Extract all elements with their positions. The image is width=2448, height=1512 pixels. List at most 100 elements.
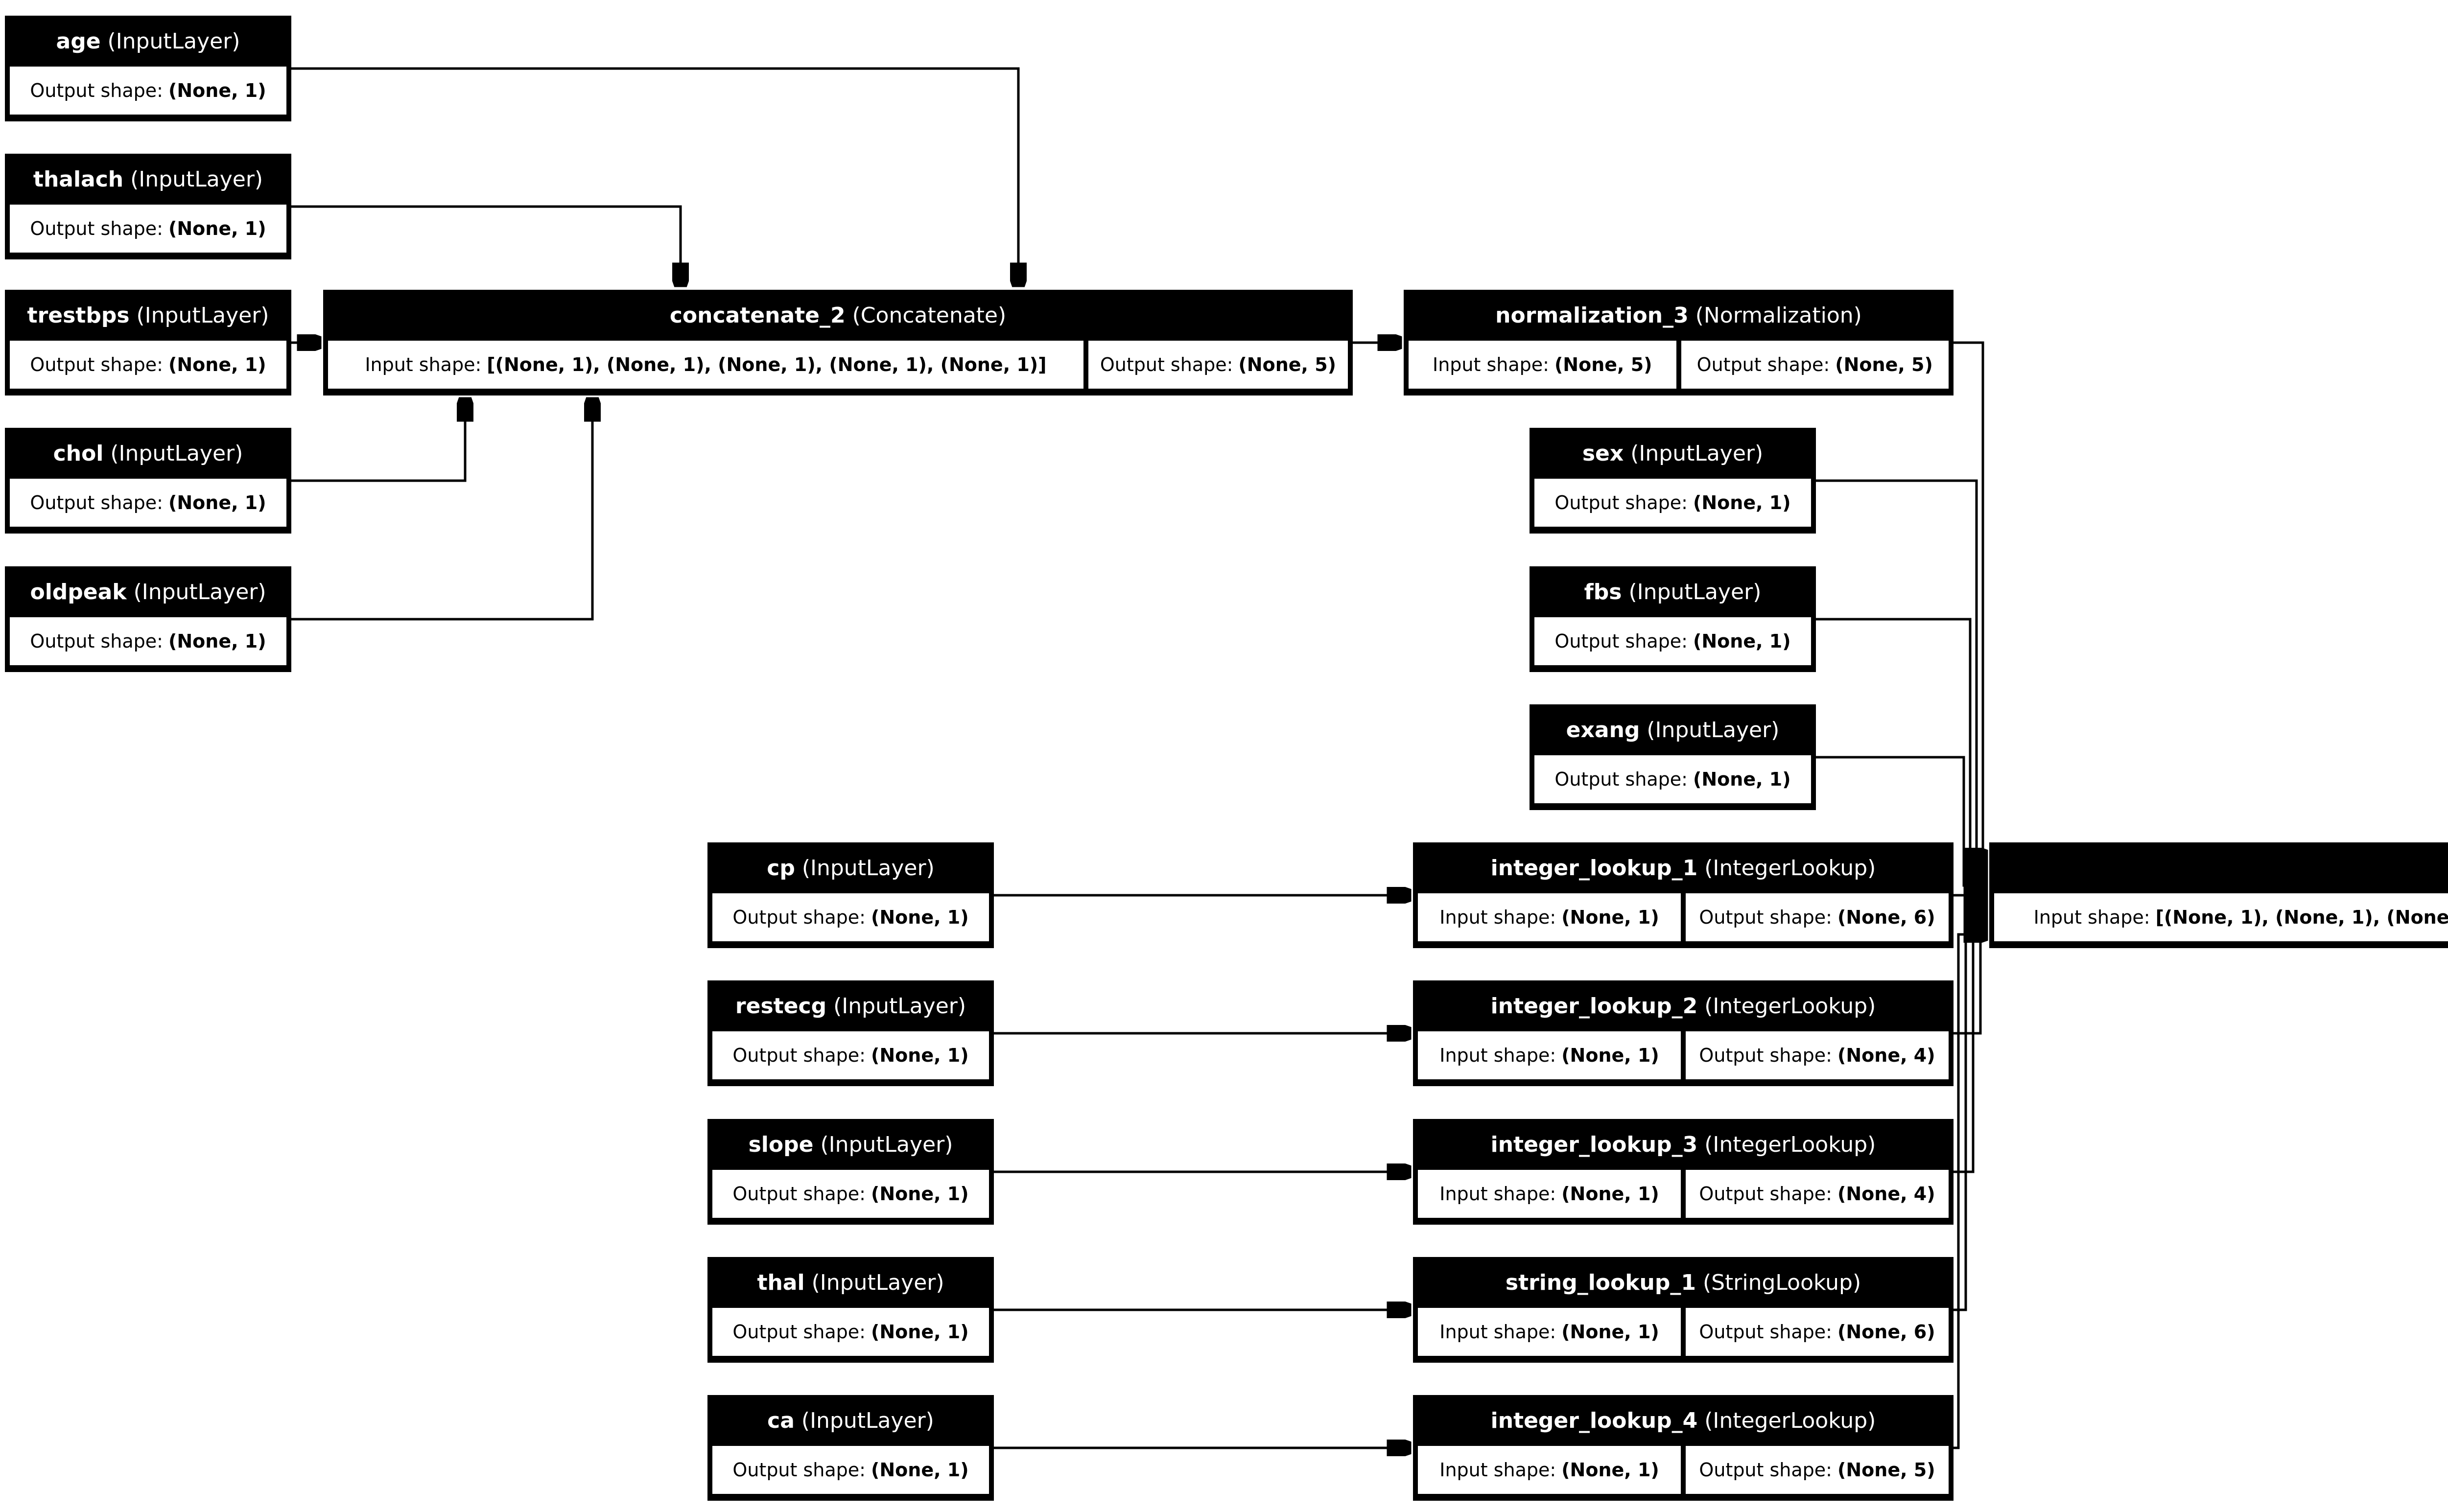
input-shape-value: [(None, 1), (None, 1), (None, 1), (None,… [487,354,1047,375]
node-thal-output-cell: Output shape:(None, 1) [712,1308,989,1356]
node-thalach-output-cell: Output shape:(None, 1) [10,205,286,253]
node-slope-name: slope [748,1132,814,1157]
node-concatenate_2-input-cell: Input shape:[(None, 1), (None, 1), (None… [328,341,1083,389]
node-thalach-type: (InputLayer) [130,166,263,192]
input-shape-label: Input shape: [1439,1183,1556,1205]
node-fbs: fbs(InputLayer) Output shape:(None, 1) [1530,566,1816,672]
node-ca-name: ca [767,1408,795,1433]
node-exang-name: exang [1566,717,1640,743]
node-normalization_3: normalization_3(Normalization) Input sha… [1404,290,1954,395]
node-slope-type: (InputLayer) [820,1132,953,1157]
input-shape-label: Input shape: [365,354,482,375]
node-string_lookup_1-name: string_lookup_1 [1505,1270,1696,1295]
input-shape-value: (None, 5) [1554,354,1652,375]
node-string_lookup_1-body: Input shape:(None, 1)Output shape:(None,… [1418,1308,1949,1356]
node-fbs-name: fbs [1584,579,1622,605]
node-integer_lookup_3-output-cell: Output shape:(None, 4) [1686,1170,1949,1218]
node-exang-output-cell: Output shape:(None, 1) [1534,755,1811,803]
node-fbs-output-cell: Output shape:(None, 1) [1534,617,1811,665]
edge-chol-to-concatenate_2 [290,397,465,482]
output-shape-label: Output shape: [1699,1183,1832,1205]
input-shape-value: (None, 1) [1561,1459,1659,1481]
output-shape-label: Output shape: [1100,354,1233,375]
node-integer_lookup_1-body: Input shape:(None, 1) Output shape:(None,… [1418,893,1949,941]
node-integer_lookup_3: integer_lookup_3(IntegerLookup) Input sh… [1413,1119,1954,1225]
node-cp: cp(InputLayer) Output shape:(None, 1) [707,842,994,948]
node-normalization_3-output-cell: Output shape:(None, 5) [1681,341,1949,389]
node-string_lookup_1-output-cell: Output shape:(None, 6) [1686,1308,1949,1356]
node-chol-type: (InputLayer) [110,441,243,466]
edge-thalach-to-concatenate_2 [290,205,681,287]
node-trestbps-output-cell: Output shape:(None, 1) [10,341,286,389]
node-trestbps: trestbps(InputLayer) Output shape:(None,… [5,290,291,395]
node-integer_lookup_1: integer_lookup_1(IntegerLookup) Input sh… [1413,842,1954,948]
node-thalach-name: thalach [33,166,124,192]
node-normalization_3-type: (Normalization) [1695,302,1862,328]
node-thal: thal(InputLayer) Output shape:(None, 1) [707,1257,994,1363]
node-oldpeak-output-cell: Output shape:(None, 1) [10,617,286,665]
node-integer_lookup_2-name: integer_lookup_2 [1490,993,1698,1019]
output-shape-label: Output shape: [732,1045,866,1066]
input-shape-value: [(None, 1), (None, 1), (None, 1), (None,… [2155,907,2448,928]
output-shape-value: (None, 1) [1693,630,1791,652]
node-slope-output-cell: Output shape:(None, 1) [712,1170,989,1218]
node-integer_lookup_3-input-cell: Input shape:(None, 1) [1418,1170,1681,1218]
node-restecg-body: Output shape:(None, 1) [712,1031,989,1079]
output-shape-label: Output shape: [30,630,163,652]
node-concatenate_3: concatenate_3(Concatenate) Input shape:[… [1989,842,2448,948]
input-shape-value: (None, 1) [1561,907,1659,928]
node-integer_lookup_4-type: (IntegerLookup) [1704,1408,1876,1433]
output-shape-label: Output shape: [1696,354,1830,375]
edge-exang-to-concatenate_3 [1816,756,1988,885]
output-shape-label: Output shape: [1554,630,1688,652]
node-age: age(InputLayer) Output shape:(None, 1) [5,16,291,121]
output-shape-label: Output shape: [1554,768,1688,790]
output-shape-value: (None, 1) [871,1045,969,1066]
edge-normalization_3-to-concatenate_3 [1954,341,1988,856]
input-shape-label: Input shape: [1439,1045,1556,1066]
node-integer_lookup_1-output-cell: Output shape:(None, 6) [1686,893,1949,941]
node-ca-body: Output shape:(None, 1) [712,1446,989,1494]
node-cp-type: (InputLayer) [801,855,935,881]
node-integer_lookup_1-type: (IntegerLookup) [1704,855,1876,881]
output-shape-value: (None, 1) [168,492,266,513]
edge-integer_lookup_3-to-concatenate_3 [1954,915,1988,1173]
node-age-output-cell: Output shape:(None, 1) [10,67,286,115]
output-shape-label: Output shape: [732,1321,866,1343]
node-sex-type: (InputLayer) [1630,441,1764,466]
node-integer_lookup_2-body: Input shape:(None, 1)Output shape:(None,… [1418,1031,1949,1079]
node-age-body: Output shape:(None, 1) [10,67,286,115]
node-cp-output-cell: Output shape:(None, 1) [712,893,989,941]
node-chol-output-cell: Output shape:(None, 1) [10,479,286,527]
edge-fbs-to-concatenate_3 [1816,618,1988,876]
node-restecg-type: (InputLayer) [833,993,966,1019]
output-shape-value: (None, 1) [1693,768,1791,790]
node-sex: sex(InputLayer) Output shape:(None, 1) [1530,428,1816,534]
node-concatenate_2-output-cell: Output shape:(None, 5) [1088,341,1348,389]
output-shape-value: (None, 1) [168,354,266,375]
node-integer_lookup_3-type: (IntegerLookup) [1704,1132,1876,1157]
input-shape-label: Input shape: [1439,907,1556,928]
node-integer_lookup_2: integer_lookup_2(IntegerLookup) Input sh… [1413,980,1954,1086]
node-cp-name: cp [767,855,795,881]
edge-oldpeak-to-concatenate_2 [290,397,592,621]
output-shape-label: Output shape: [732,1183,866,1205]
node-trestbps-body: Output shape:(None, 1) [10,341,286,389]
node-ca-type: (InputLayer) [801,1408,934,1433]
node-normalization_3-input-cell: Input shape:(None, 5) [1409,341,1676,389]
output-shape-value: (None, 1) [871,907,969,928]
input-shape-label: Input shape: [1432,354,1549,375]
node-integer_lookup_2-type: (IntegerLookup) [1704,993,1876,1019]
edge-integer_lookup_4-to-concatenate_3 [1954,934,1988,1449]
node-concatenate_3-input-cell: Input shape:[(None, 1), (None, 1), (None… [1994,893,2448,941]
node-thal-type: (InputLayer) [811,1270,944,1295]
output-shape-label: Output shape: [1699,1045,1832,1066]
node-slope-body: Output shape:(None, 1) [712,1170,989,1218]
node-concatenate_2: concatenate_2(Concatenate) Input shape:[… [323,290,1353,395]
node-thalach-body: Output shape:(None, 1) [10,205,286,253]
node-restecg-name: restecg [735,993,827,1019]
input-shape-label: Input shape: [1439,1321,1556,1343]
node-integer_lookup_3-body: Input shape:(None, 1)Output shape:(None,… [1418,1170,1949,1218]
node-exang-type: (InputLayer) [1647,717,1780,743]
